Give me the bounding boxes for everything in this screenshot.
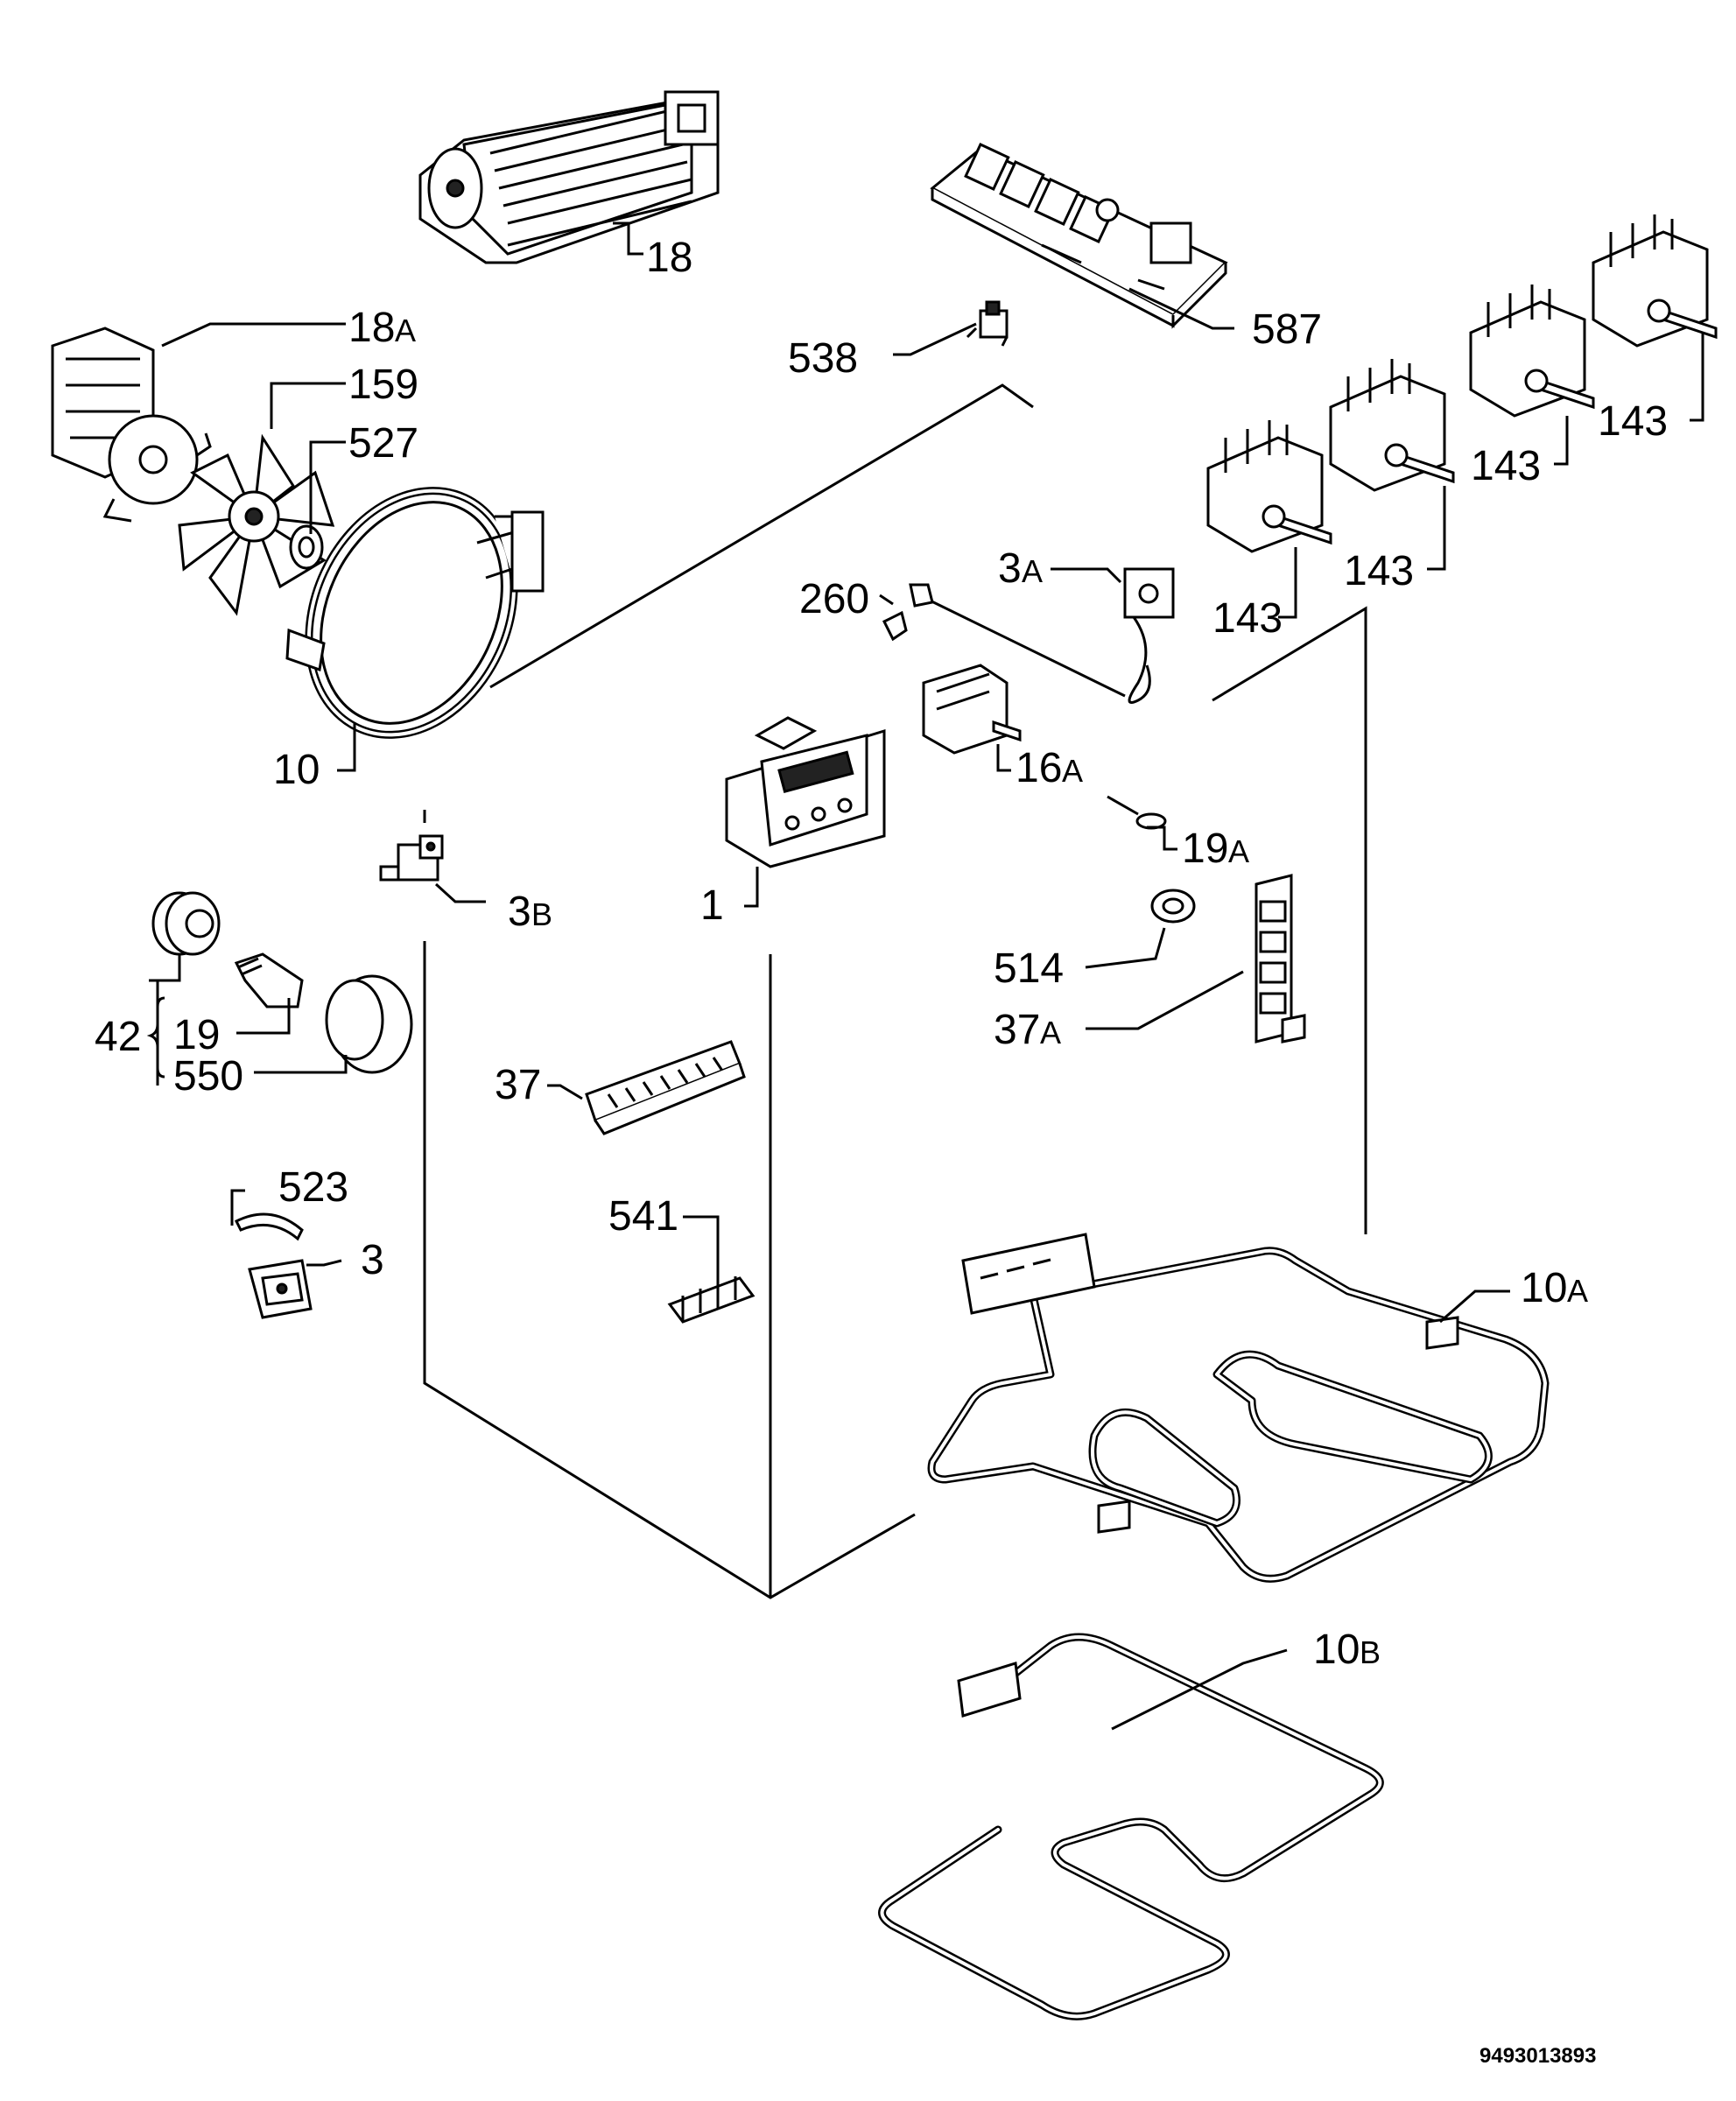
label-18a-suffix: A bbox=[395, 313, 416, 348]
bracket-42 bbox=[146, 996, 165, 1079]
safety-thermostat-part bbox=[379, 834, 444, 882]
rotary-switch-part-4 bbox=[1592, 214, 1718, 348]
label-16a: 16 bbox=[1016, 745, 1062, 791]
nut-part bbox=[289, 524, 324, 570]
rotary-switch-part-2 bbox=[1329, 359, 1455, 492]
label-10: 10 bbox=[273, 747, 320, 793]
fan-motor-part bbox=[51, 327, 212, 523]
label-538: 538 bbox=[788, 335, 858, 382]
label-143-1: 143 bbox=[1212, 595, 1283, 642]
lamp-cover-part bbox=[325, 974, 413, 1074]
label-3b: 3 bbox=[508, 889, 531, 935]
bottom-element-part bbox=[878, 1633, 1384, 2020]
label-3a: 3 bbox=[998, 545, 1022, 592]
label-19: 19 bbox=[173, 1012, 220, 1058]
label-143-3: 143 bbox=[1471, 443, 1541, 489]
label-143-4: 143 bbox=[1598, 398, 1668, 445]
electronic-board-part bbox=[930, 143, 1228, 329]
label-1: 1 bbox=[700, 882, 724, 929]
connector-part bbox=[667, 1276, 756, 1324]
label-10a-suffix: A bbox=[1567, 1273, 1588, 1309]
label-3b-suffix: B bbox=[531, 896, 552, 932]
thermostat-part bbox=[909, 567, 1175, 704]
sensor-probe-part bbox=[882, 610, 908, 642]
label-260: 260 bbox=[799, 576, 869, 622]
label-18a: 18 bbox=[348, 305, 395, 351]
terminal-block-vertical-part bbox=[1255, 874, 1306, 1043]
label-10b: 10 bbox=[1313, 1627, 1360, 1673]
label-3a-suffix: A bbox=[1022, 553, 1043, 589]
terminal-strip-part bbox=[585, 1040, 746, 1135]
indicator-lamp-part bbox=[1107, 795, 1167, 830]
label-37a: 37 bbox=[994, 1007, 1040, 1053]
thermostat-small-part bbox=[248, 1259, 313, 1319]
label-10a: 10 bbox=[1521, 1265, 1567, 1311]
rotary-switch-part-3 bbox=[1469, 285, 1595, 418]
part-labels: 18 18 A 159 527 10 538 587 143 143 143 1… bbox=[95, 235, 1668, 1673]
label-42: 42 bbox=[95, 1014, 141, 1060]
label-3: 3 bbox=[361, 1237, 384, 1283]
label-18: 18 bbox=[646, 235, 692, 281]
label-143-2: 143 bbox=[1344, 548, 1414, 594]
label-523: 523 bbox=[278, 1164, 348, 1211]
circular-heating-element-part bbox=[285, 487, 545, 739]
selector-switch-part bbox=[922, 664, 1022, 755]
label-550: 550 bbox=[173, 1053, 243, 1100]
label-37a-suffix: A bbox=[1040, 1015, 1061, 1050]
label-527: 527 bbox=[348, 420, 418, 467]
label-16a-suffix: A bbox=[1062, 753, 1083, 789]
grommet-part bbox=[1150, 889, 1196, 924]
microswitch-part bbox=[966, 300, 1009, 347]
grill-element-part bbox=[927, 1233, 1550, 1583]
label-514: 514 bbox=[994, 945, 1064, 992]
lamp-holder-part bbox=[151, 891, 221, 956]
oven-cavity-outline bbox=[423, 383, 1367, 1599]
tangential-fan-part bbox=[418, 90, 720, 264]
timer-module-part bbox=[725, 716, 886, 868]
label-19a: 19 bbox=[1182, 826, 1228, 872]
document-number: 9493013893 bbox=[1479, 2044, 1596, 2068]
rotary-switch-part-1 bbox=[1206, 420, 1332, 553]
label-10b-suffix: B bbox=[1360, 1634, 1381, 1670]
clip-part bbox=[234, 1212, 304, 1241]
label-37: 37 bbox=[495, 1062, 541, 1108]
lamp-bulb-part bbox=[234, 952, 304, 1008]
label-587: 587 bbox=[1252, 306, 1322, 353]
label-541: 541 bbox=[608, 1193, 678, 1240]
label-19a-suffix: A bbox=[1228, 833, 1249, 869]
label-159: 159 bbox=[348, 362, 418, 408]
